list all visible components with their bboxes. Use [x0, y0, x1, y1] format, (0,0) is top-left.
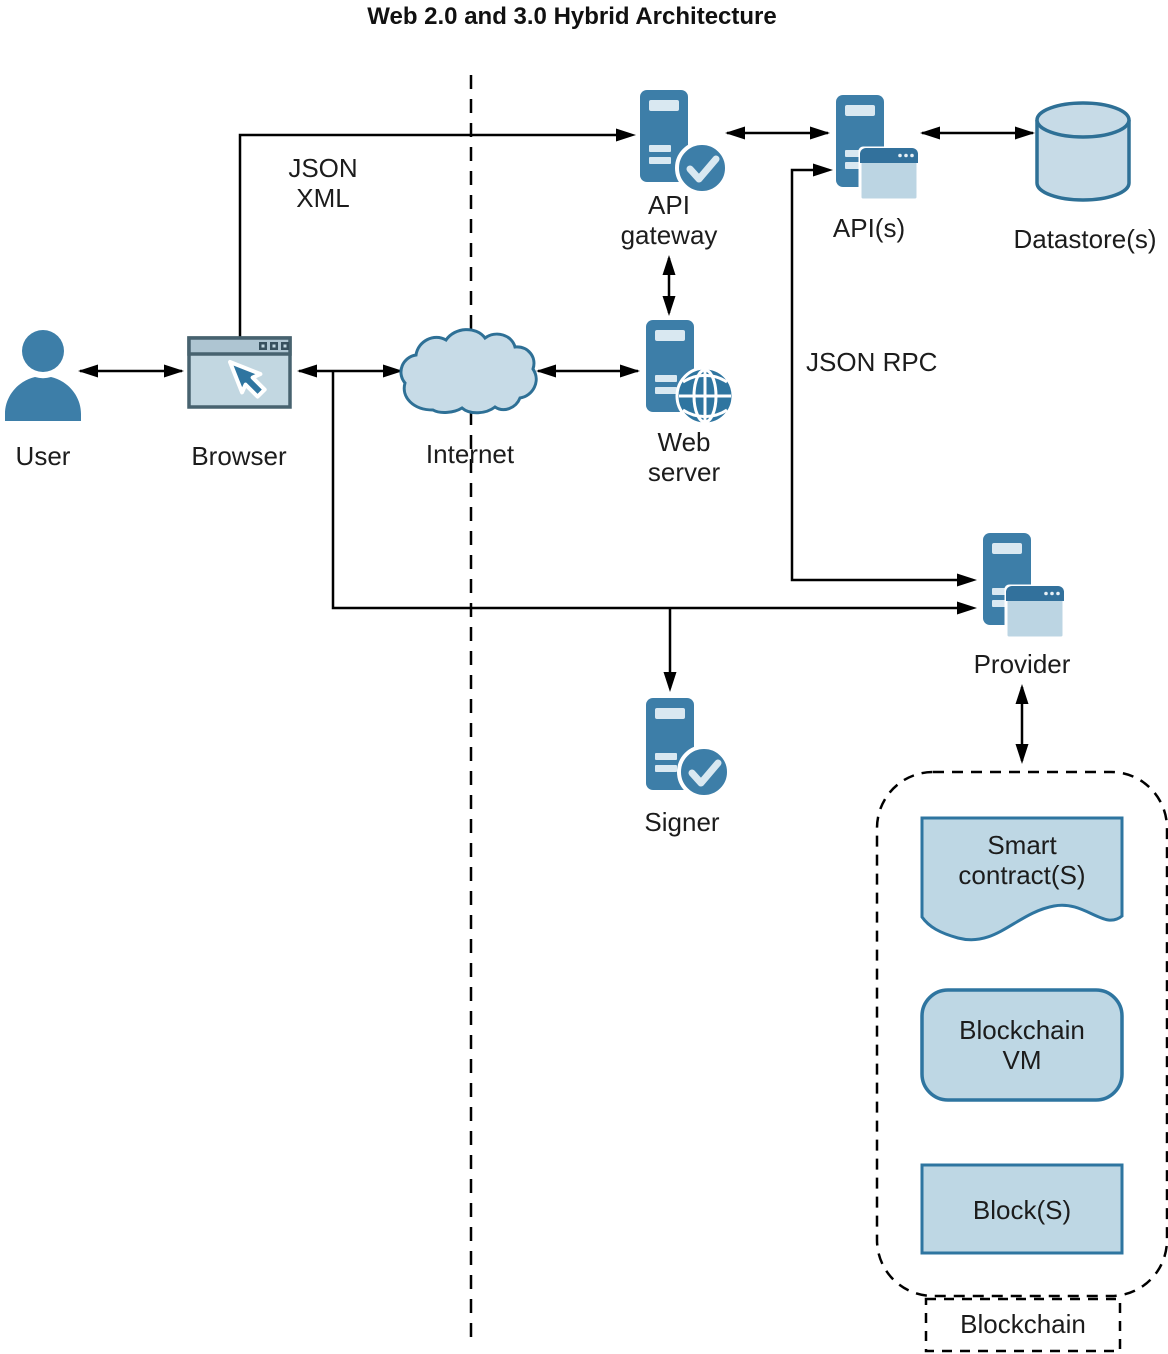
arrowhead: [1015, 684, 1029, 704]
apis-label: API(s): [832, 213, 906, 244]
window-badge-icon: [1004, 584, 1066, 640]
arrowhead: [663, 672, 677, 692]
browser-label: Browser: [191, 441, 287, 472]
arrowhead: [725, 126, 745, 140]
arrowhead: [616, 128, 636, 142]
web-server-label: Web server: [647, 427, 721, 487]
blocks-shape: [920, 1163, 1124, 1255]
arrowhead: [1015, 126, 1035, 140]
provider-label: Provider: [973, 649, 1071, 680]
arrowhead: [957, 573, 977, 587]
browser-titlebar-buttons: [259, 342, 289, 350]
server-globe-icon: [646, 320, 735, 426]
arrowhead: [920, 126, 940, 140]
blockchain-vm-shape: [920, 988, 1124, 1102]
blockchain-container: [875, 770, 1168, 1298]
blockchain-vm-label: Blockchain VM: [959, 1015, 1085, 1075]
internet-label: Internet: [425, 439, 515, 470]
arrowhead: [297, 364, 317, 378]
browser-icon: [187, 336, 292, 409]
signer-label: Signer: [644, 807, 720, 838]
cursor-icon: [228, 360, 267, 399]
smart-contract-label: Smart contract(S): [958, 830, 1086, 890]
connector-apis-provider-jsonrpc: [790, 168, 973, 582]
user-label: User: [15, 441, 71, 472]
arrowhead: [662, 296, 676, 316]
blockchain-label-box: [924, 1297, 1122, 1353]
arrowhead: [383, 364, 403, 378]
json-xml-label: JSON XML: [288, 153, 358, 213]
smart-contract-shape: [920, 816, 1124, 942]
arrowhead: [536, 364, 556, 378]
blockchain-label: Blockchain: [960, 1309, 1086, 1340]
arrowhead: [620, 364, 640, 378]
arrowhead: [164, 364, 184, 378]
server-window-icon: [836, 95, 920, 202]
json-rpc-label: JSON RPC: [806, 347, 938, 378]
arrowhead: [662, 255, 676, 275]
connector-browser-apigateway: [238, 133, 630, 337]
cloud-icon: [399, 328, 538, 415]
arrowhead: [813, 163, 833, 177]
server-check-icon: [646, 698, 731, 799]
database-cylinder-icon: [1035, 101, 1131, 202]
arrowheads: [78, 126, 1035, 764]
window-badge-icon: [858, 146, 920, 202]
server-window-icon: [983, 533, 1066, 640]
arrowhead: [1015, 744, 1029, 764]
server-check-icon: [640, 90, 729, 195]
page-title: Web 2.0 and 3.0 Hybrid Architecture: [367, 3, 777, 30]
blocks-label: Block(S): [972, 1195, 1072, 1226]
arrowhead: [957, 601, 977, 615]
api-gateway-label: API gateway: [620, 190, 718, 250]
user-icon: [5, 330, 81, 421]
arrowhead: [78, 364, 98, 378]
connector-browser-provider: [331, 372, 973, 610]
datastore-label: Datastore(s): [1013, 224, 1157, 255]
arrowhead: [810, 126, 830, 140]
globe-icon: [675, 366, 735, 426]
